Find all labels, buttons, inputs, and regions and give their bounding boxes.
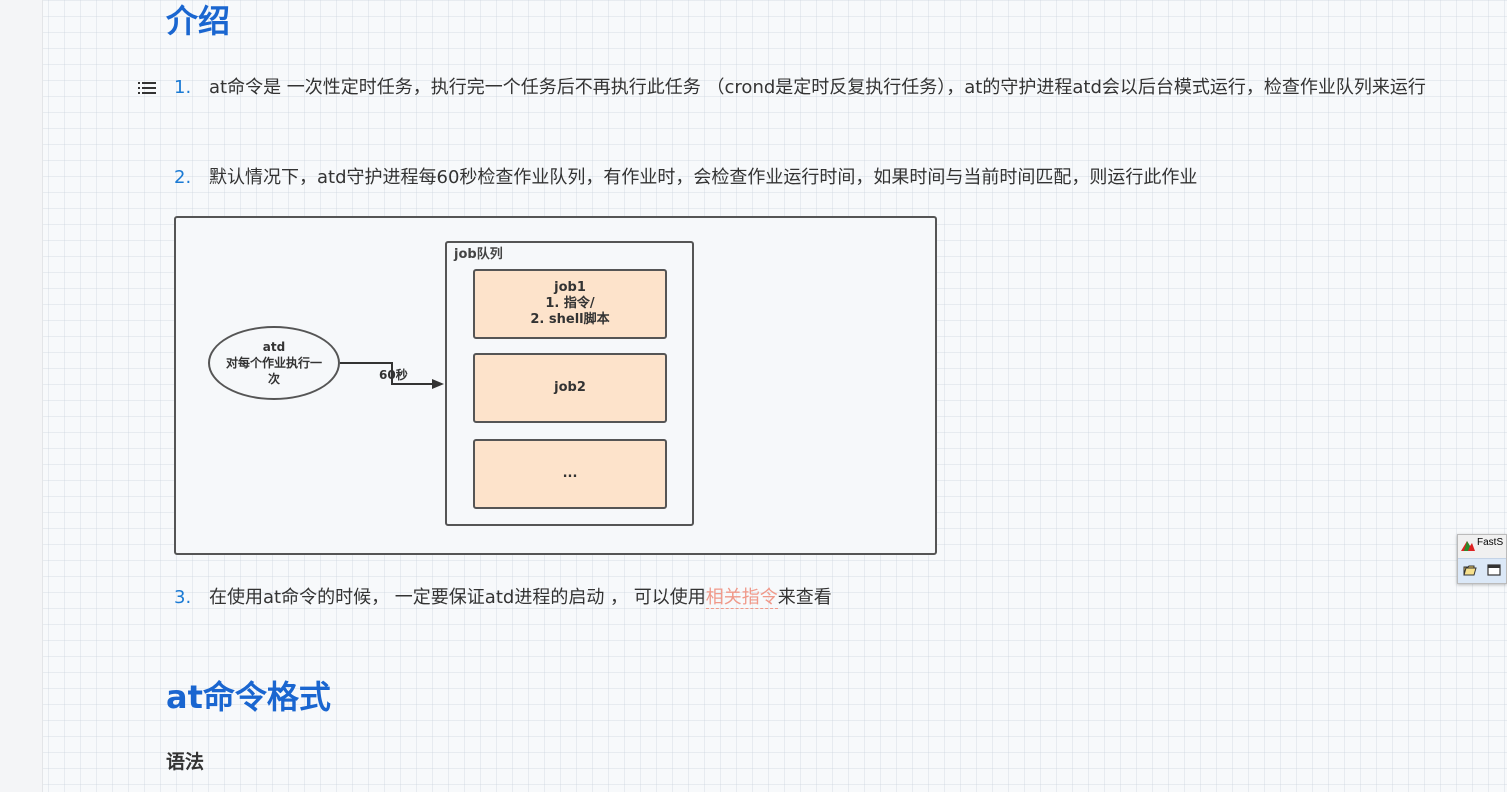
related-commands-link[interactable]: 相关指令	[705, 587, 778, 609]
atd-line: atd	[262, 340, 286, 354]
open-folder-icon[interactable]	[1463, 563, 1477, 577]
job-box-3: ...	[473, 439, 667, 509]
job-line: job1	[554, 280, 586, 295]
interval-label: 60秒	[379, 368, 408, 382]
job-queue: job队列 job1 1. 指令/ 2. shell脚本 job2 ...	[445, 241, 694, 526]
job-line: 2. shell脚本	[530, 312, 610, 327]
job-box-1: job1 1. 指令/ 2. shell脚本	[473, 269, 667, 339]
outline-list-icon[interactable]	[138, 80, 156, 96]
job-queue-title: job队列	[454, 247, 503, 262]
arrow-connector	[340, 362, 444, 389]
atd-diagram: atd 对每个作业执行一 次 60秒 job队列 job1 1. 指令/ 2. …	[174, 216, 937, 555]
text-segment: 来查看	[777, 587, 832, 608]
left-gutter	[0, 0, 43, 792]
syntax-heading: 语法	[166, 751, 205, 773]
atd-line: 对每个作业执行一	[225, 356, 322, 370]
faststone-logo-icon	[1461, 541, 1475, 551]
window-icon[interactable]	[1487, 563, 1501, 577]
section-heading-intro: 介绍	[166, 2, 231, 40]
job-label: job2	[554, 380, 586, 395]
list-item-text: 在使用at命令的时候， 一定要保证atd进程的启动 ， 可以使用相关指令来查看	[209, 582, 1471, 614]
text-segment: 在使用at命令的时候， 一定要保证atd进程的启动 ， 可以使用	[209, 587, 706, 608]
widget-title: FastS	[1477, 537, 1504, 548]
faststone-widget[interactable]: FastS	[1457, 534, 1507, 584]
job-box-2: job2	[473, 353, 667, 423]
list-number: 2.	[174, 167, 192, 188]
atd-node: atd 对每个作业执行一 次	[208, 326, 340, 400]
section-heading-format: at命令格式	[166, 678, 331, 716]
list-item-text: at命令是 一次性定时任务，执行完一个任务后不再执行此任务 （crond是定时反…	[209, 77, 1426, 98]
job-line: 1. 指令/	[545, 296, 595, 311]
list-item-text: 默认情况下，atd守护进程每60秒检查作业队列，有作业时，会检查作业运行时间，如…	[209, 167, 1198, 188]
job-label: ...	[562, 466, 578, 481]
list-number: 3.	[174, 587, 192, 608]
list-number: 1.	[174, 77, 192, 98]
atd-line: 次	[267, 372, 280, 386]
widget-toolbar	[1458, 558, 1506, 583]
